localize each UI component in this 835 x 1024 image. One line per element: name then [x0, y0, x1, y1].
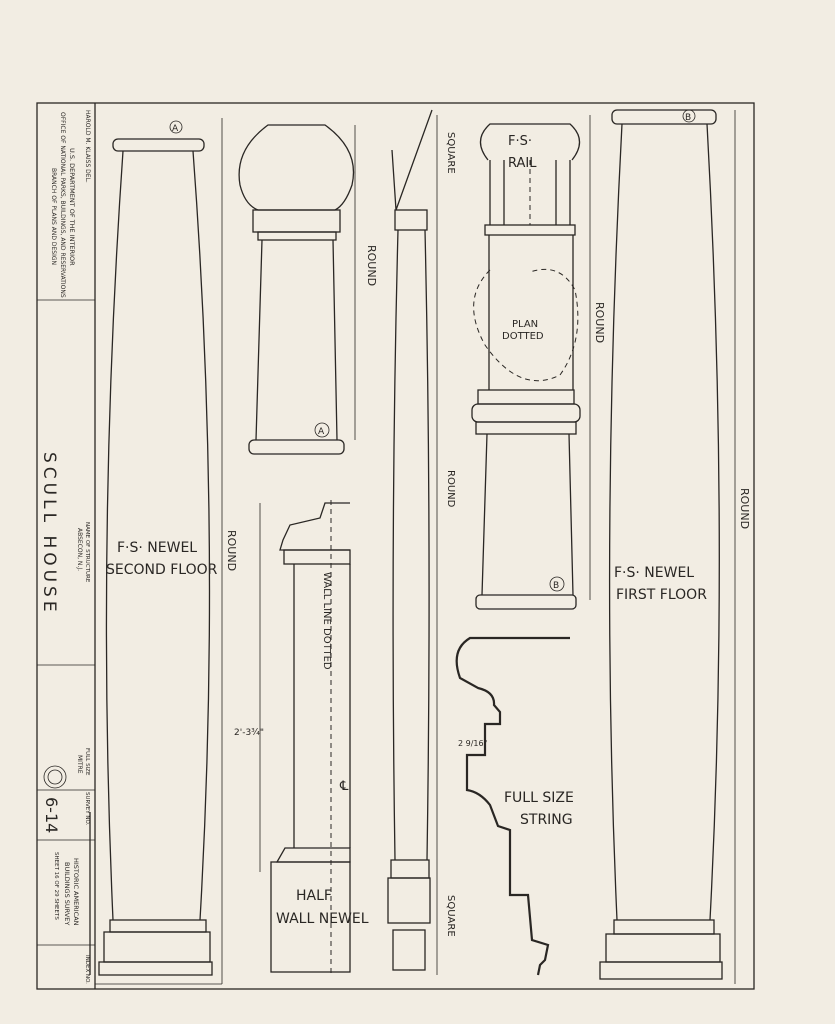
label-full-size-1: FULL SIZE	[504, 790, 574, 806]
label-round-mid: ROUND	[445, 470, 456, 508]
string-profile-drawing: 2 9/16" FULL SIZE STRING	[455, 636, 574, 976]
newel-second-floor-drawing: A F·S· NEWEL SECOND FLOOR ROUND	[95, 118, 238, 985]
agency-line-2: OFFICE OF NATIONAL PARKS, BUILDINGS, AND…	[59, 112, 66, 298]
svg-text:B: B	[553, 581, 559, 591]
section-mark-a	[169, 120, 183, 134]
survey-label: SURVEY NO.	[84, 792, 90, 826]
label-rail-1: F·S·	[508, 134, 532, 149]
label-newel-second-2: SECOND FLOOR	[106, 562, 218, 578]
label-round-cap: ROUND	[365, 245, 378, 286]
newel-cap-drawing: A ROUND	[238, 124, 378, 455]
label-newel-second-1: F·S· NEWEL	[117, 540, 197, 556]
agency-line-1: U.S. DEPARTMENT OF THE INTERIOR	[68, 148, 76, 266]
title-block: HAROLD M. KLAISS DEL. U.S. DEPARTMENT OF…	[37, 110, 95, 984]
label-round-left: ROUND	[225, 530, 238, 571]
baluster-drawing: SQUARE ROUND SQUARE	[387, 109, 456, 975]
label-half-2: WALL NEWEL	[276, 911, 369, 927]
seal-icon	[43, 765, 67, 789]
newel-first-floor-drawing: B F·S· NEWEL FIRST FLOOR ROUND	[599, 109, 751, 984]
label-rail-2: RAIL	[508, 156, 537, 171]
label-round-right: ROUND	[738, 488, 751, 529]
survey-number: 6-14	[42, 797, 61, 833]
rail-newel-drawing: B F·S· RAIL PLAN DOTTED ROUND	[471, 115, 606, 610]
location-text: ABSECON, N.J.	[76, 528, 83, 571]
scale-label: FULL SIZE	[84, 748, 90, 776]
label-plan-2: DOTTED	[502, 331, 544, 342]
label-square-bottom: SQUARE	[445, 895, 456, 937]
scale-detail: MITRE	[76, 755, 83, 774]
survey-title-1: HISTORIC AMERICAN	[72, 858, 80, 926]
label-wall-line: WALL LINE DOTTED	[321, 572, 332, 670]
svg-text:A: A	[172, 124, 179, 134]
half-wall-newel-drawing: 2'-3¾" WALL LINE DOTTED ℄ HALF WALL NEWE…	[234, 500, 369, 975]
dimension-2-3-4: 2'-3¾"	[234, 728, 264, 738]
label-newel-first-1: F·S· NEWEL	[614, 565, 694, 581]
delineator-text: HAROLD M. KLAISS DEL.	[84, 110, 91, 183]
label-plan-1: PLAN	[512, 319, 538, 330]
dimension-2-9-16: 2 9/16"	[458, 739, 487, 748]
label-round-rail: ROUND	[593, 302, 606, 343]
section-mark-b	[549, 576, 565, 592]
sheet-border	[36, 102, 755, 990]
label-full-size-2: STRING	[520, 812, 573, 828]
agency-line-3: BRANCH OF PLANS AND DESIGN	[50, 168, 57, 265]
label-newel-first-2: FIRST FLOOR	[616, 587, 707, 603]
label-square-top: SQUARE	[445, 132, 456, 174]
svg-text:A: A	[318, 427, 325, 437]
index-label: INDEX NO.	[84, 955, 90, 984]
sheet-info: SHEET 16 OF 29 SHEETS	[53, 852, 59, 920]
section-mark-b-2	[682, 109, 696, 123]
centerline-mark: ℄	[339, 779, 349, 794]
survey-title-2: BUILDINGS SURVEY	[63, 862, 71, 925]
svg-text:B: B	[685, 113, 691, 123]
structure-label: NAME OF STRUCTURE	[84, 522, 90, 583]
section-mark-a-2	[314, 422, 330, 438]
structure-name: SCULL HOUSE	[39, 452, 59, 616]
label-half-1: HALF	[296, 888, 332, 904]
